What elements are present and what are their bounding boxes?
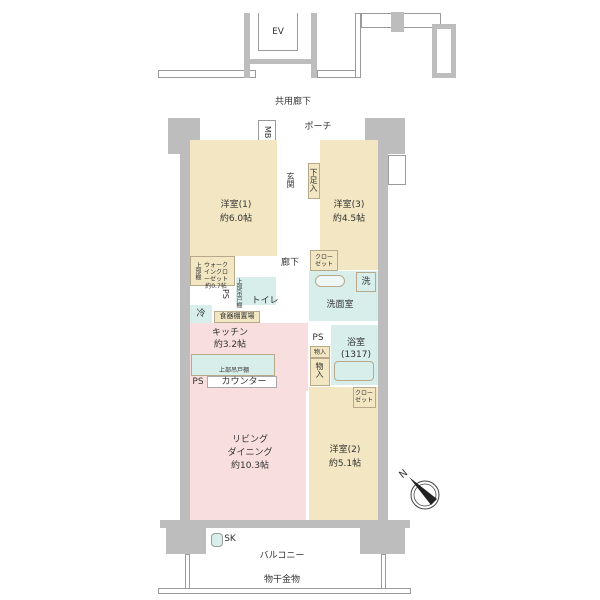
living-dining (190, 390, 306, 520)
ldk-line2: ダイニング (227, 448, 273, 458)
bath-name: 浴室 (346, 338, 366, 348)
ps-bath: PS (312, 333, 324, 343)
wall-left (180, 140, 190, 530)
stair-column (391, 12, 404, 32)
kitchen-counter (191, 354, 275, 376)
cupboard-space (214, 311, 260, 323)
western-room-2-size: 約5.1帖 (328, 459, 362, 469)
corridor-ledge-left (158, 70, 256, 78)
wall-bottom (160, 520, 410, 528)
ev-floor (250, 59, 311, 64)
walk-in-closet (190, 256, 235, 286)
storage-1-label: 物入 (313, 349, 327, 356)
toilet-upper-cabinet-label: 上部吊戸棚 (235, 278, 242, 308)
toilet (236, 277, 276, 305)
storage-2-label: 物入 (315, 362, 324, 378)
mb-label: MB (263, 126, 272, 139)
sk-label: SK (224, 534, 236, 544)
closet-room-3 (310, 250, 338, 271)
shoe-storage (308, 163, 320, 199)
compass-icon: N (397, 468, 440, 510)
upper-shelf-label: 上部棚 (194, 262, 201, 280)
hallway-label: 廊下 (280, 258, 300, 268)
western-room-1-size: 約6.0帖 (219, 214, 253, 224)
storage-2 (310, 358, 330, 386)
closet-room-2-label: クローゼット (355, 390, 374, 404)
wall-right (378, 140, 388, 530)
toilet-label: トイレ (251, 296, 279, 306)
common-corridor-label: 共用廊下 (274, 97, 312, 107)
wall-right-ledge (388, 155, 406, 185)
western-room-3-size: 約4.5帖 (332, 214, 366, 224)
balcony-column-right (360, 520, 405, 554)
ev-wall-right (311, 13, 317, 78)
ldk-line1: リビング (231, 435, 269, 445)
fridge-label: 冷 (196, 309, 206, 319)
upper-cabinet-label: 上部吊戸棚 (218, 367, 250, 374)
ps-toilet: PS (221, 289, 230, 299)
counter-label: カウンター (221, 377, 267, 387)
western-room-1-name: 洋室(1) (220, 200, 252, 210)
cupboard-space-label: 食器棚置場 (219, 312, 255, 320)
kitchen-size: 約3.2帖 (213, 340, 247, 350)
western-room-2-name: 洋室(2) (329, 445, 361, 455)
western-room-3-name: 洋室(3) (333, 200, 365, 210)
corridor-ledge-mid (317, 70, 359, 78)
ps-kitchen: PS (192, 377, 204, 387)
ldk-size: 約10.3帖 (230, 461, 270, 471)
bath-size: (1317) (341, 350, 371, 360)
western-room-3 (320, 140, 378, 270)
shoe-storage-label: 下足入 (309, 168, 318, 192)
storage-1 (310, 346, 330, 358)
slop-sink (211, 533, 223, 547)
washer-space (356, 272, 376, 292)
balcony-column-left (166, 520, 206, 554)
counter-top (207, 376, 277, 388)
compass-north-label: N (397, 468, 410, 481)
washer-label: 洗 (361, 277, 371, 287)
porch-label: ポーチ (304, 122, 332, 132)
kitchen-name: キッチン (211, 328, 249, 338)
stair-rail (355, 13, 361, 78)
stair-wall-right (432, 24, 456, 78)
walk-in-closet-label: ウォークインクローゼット約0.7帖 (203, 262, 228, 290)
western-room-1 (190, 140, 277, 256)
closet-room-3-label: クローゼット (314, 254, 333, 268)
entrance-label: 玄関 (286, 172, 295, 188)
bathtub (334, 361, 374, 381)
elevator (258, 13, 298, 51)
laundry-hanger-label: 物干金物 (263, 575, 301, 585)
washroom-label: 洗面室 (326, 300, 354, 310)
fridge-space (190, 305, 212, 323)
western-room-2 (309, 387, 378, 520)
bathroom (331, 325, 378, 385)
balcony-edge (158, 588, 411, 594)
balcony-label: バルコニー (259, 551, 305, 561)
closet-room-2 (353, 387, 376, 408)
washbasin (315, 275, 345, 287)
ev-wall-left (244, 13, 250, 78)
ev-label: EV (272, 27, 284, 37)
